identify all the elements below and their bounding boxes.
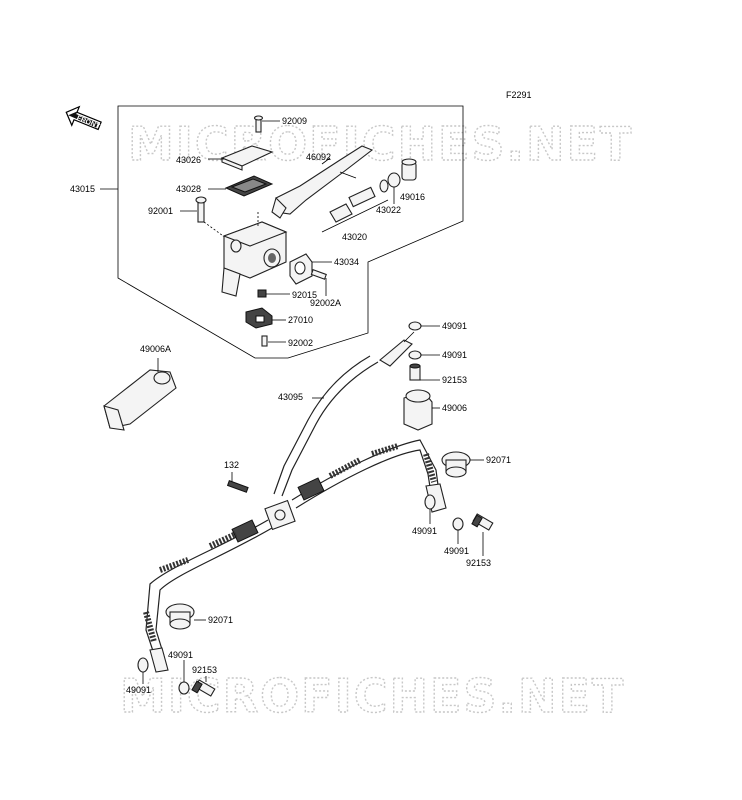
washer-49091-lowleft	[137, 657, 149, 684]
brake-pipe-43095	[273, 355, 379, 497]
bolt-92002a	[310, 269, 327, 296]
front-arrow-icon: FRONT	[65, 105, 102, 131]
label-43095: 43095	[278, 392, 303, 402]
label-43034: 43034	[334, 257, 359, 267]
hose-left	[143, 519, 273, 673]
label-49091-a: 49091	[442, 321, 467, 331]
label-49091-f: 49091	[126, 685, 151, 695]
washer-49091-top	[408, 321, 440, 331]
label-49091-b: 49091	[442, 350, 467, 360]
bolt-92001	[180, 196, 227, 239]
washer-49091-lowmid	[178, 660, 190, 695]
label-46092: 46092	[306, 152, 331, 162]
label-92153-c: 92153	[192, 665, 217, 675]
three-way-joint	[264, 499, 296, 531]
assembly-outline	[117, 105, 464, 359]
watermark-bottom: MICROFICHES.NET	[120, 669, 625, 723]
washer-49091-right	[424, 494, 436, 524]
caliper-49006	[403, 389, 440, 431]
washer-49091-second	[408, 350, 440, 360]
label-49006a: 49006A	[140, 344, 171, 354]
hose-right	[291, 439, 447, 513]
label-92071-a: 92071	[486, 455, 511, 465]
boot-43022	[387, 172, 401, 204]
label-92002a: 92002A	[310, 298, 341, 308]
brake-switch	[245, 307, 286, 329]
piston-assembly	[321, 179, 389, 233]
label-132: 132	[224, 460, 239, 470]
label-43028: 43028	[176, 184, 201, 194]
label-92009: 92009	[282, 116, 307, 126]
label-49091-d: 49091	[444, 546, 469, 556]
label-92002: 92002	[288, 338, 313, 348]
label-43022: 43022	[376, 205, 401, 215]
bolt-92153-right	[471, 513, 494, 556]
label-92015: 92015	[292, 290, 317, 300]
label-49006: 49006	[442, 403, 467, 413]
hose-end-top	[379, 331, 415, 367]
label-49016: 49016	[400, 192, 425, 202]
reservoir-cap	[208, 145, 274, 171]
label-43026: 43026	[176, 155, 201, 165]
bolt-92153-top	[409, 363, 440, 381]
label-43020: 43020	[342, 232, 367, 242]
nut-92015	[257, 289, 290, 298]
brake-lever	[271, 145, 374, 219]
watermark-top: MICROFICHES.NET	[128, 117, 633, 171]
caliper-cover-49006a	[103, 358, 177, 431]
label-49091-e: 49091	[168, 650, 193, 660]
label-92153-a: 92153	[442, 375, 467, 385]
screw-92009	[253, 115, 280, 133]
bolt-92153-low	[191, 676, 216, 697]
label-92153-b: 92153	[466, 558, 491, 568]
label-92001: 92001	[148, 206, 173, 216]
grommet-92071-top	[441, 451, 484, 478]
bolt-132	[226, 472, 249, 493]
screw-92002	[261, 335, 286, 347]
label-49091-c: 49091	[412, 526, 437, 536]
label-92071-b: 92071	[208, 615, 233, 625]
washer-49091-right2	[452, 517, 464, 544]
figure-code: F2291	[506, 90, 532, 100]
grommet-92071-bottom	[165, 603, 206, 630]
cap-49016	[401, 158, 417, 181]
label-27010: 27010	[288, 315, 313, 325]
diaphragm	[208, 175, 274, 197]
master-cylinder-body	[221, 212, 288, 297]
clamp-43034	[289, 253, 332, 285]
label-43015: 43015	[70, 184, 95, 194]
